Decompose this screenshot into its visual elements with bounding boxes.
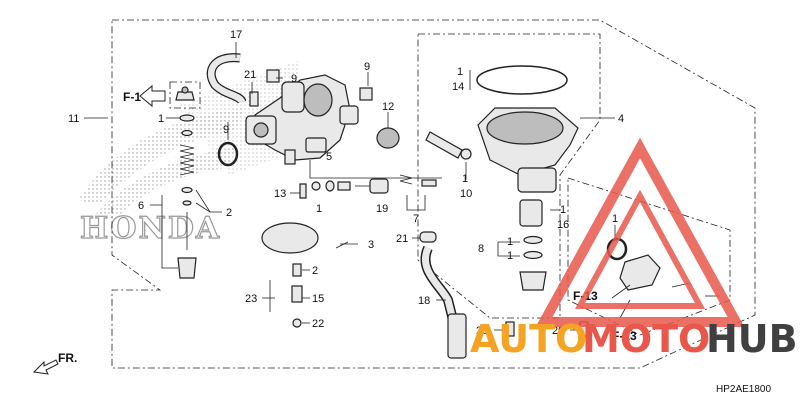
ring-8b (523, 250, 543, 260)
front-arrow: FR. (32, 351, 77, 375)
hose-17-part (207, 54, 246, 104)
top-cap-part (175, 91, 195, 101)
main-jet-filter-16 (519, 199, 543, 227)
callout-9-right: 9 (364, 61, 370, 73)
callout-5: 5 (326, 151, 332, 163)
honda-brand-text: HONDA (80, 211, 221, 246)
hose-18-part (422, 246, 462, 341)
callout-1-chamber: 1 (457, 66, 463, 78)
float-chamber (425, 65, 579, 193)
callout-1-ring2: 1 (507, 250, 513, 262)
carburetor-body (245, 69, 373, 165)
callout-15: 15 (312, 293, 324, 305)
callout-10: 10 (460, 188, 472, 200)
f13-ref-lower[interactable]: F-13 (612, 329, 637, 343)
callout-16: 16 (557, 219, 569, 231)
screw-15 (291, 285, 303, 303)
automotohub-watermark: AUTO MOTO HUB (470, 137, 798, 361)
f1-reference[interactable]: F-1 (123, 84, 166, 108)
callout-3: 3 (368, 239, 374, 251)
drain-plug (519, 271, 547, 291)
callout-1-screw: 1 (462, 173, 468, 185)
callout-21-clip: 21 (396, 233, 408, 245)
screw-22 (292, 318, 302, 328)
part-21-fitting (249, 91, 259, 107)
top-cap-knob (181, 86, 189, 94)
callout-8: 8 (478, 243, 484, 255)
callout-2-screw: 2 (312, 265, 318, 277)
callout-20-left: 20 (476, 325, 488, 337)
needle-assembly-5 (311, 174, 437, 194)
callout-22: 22 (312, 318, 324, 330)
screw-2 (292, 263, 302, 277)
callout-labels: 17 21 9 9 9 12 1 14 4 11 1 5 13 1 19 7 1… (68, 29, 624, 337)
ring-8a (523, 235, 543, 245)
callout-20-right: 20 (552, 325, 564, 337)
fuel-cock-body (619, 254, 661, 291)
front-label: FR. (58, 351, 77, 365)
part-9-right (359, 87, 373, 101)
callout-4: 4 (618, 113, 624, 125)
callout-17: 17 (230, 29, 242, 41)
callout-1-jet: 1 (560, 204, 566, 216)
callout-12: 12 (382, 101, 394, 113)
callout-6: 6 (138, 200, 144, 212)
o-ring-9 (217, 141, 239, 167)
callout-2-left: 2 (226, 207, 232, 219)
callout-1-needle: 1 (316, 203, 322, 215)
callout-1-cock: 1 (612, 213, 618, 225)
callout-14: 14 (452, 81, 464, 93)
cap-12-part (376, 127, 400, 149)
f1-label: F-1 (123, 90, 141, 104)
callout-19: 19 (376, 203, 388, 215)
callout-18: 18 (418, 295, 430, 307)
hose-18-end (447, 313, 467, 359)
outer-group-frame (111, 19, 756, 369)
callout-9-top: 9 (291, 73, 297, 85)
callout-1-ring: 1 (507, 236, 513, 248)
screw-20a (505, 321, 515, 337)
watermark-moto: MOTO (582, 317, 710, 361)
watermark-auto: AUTO (470, 317, 587, 361)
callout-1-left: 1 (158, 113, 164, 125)
leader-lines (84, 42, 631, 331)
watermark-hub: HUB (706, 317, 798, 361)
callout-23: 23 (245, 293, 257, 305)
clip-21 (419, 231, 437, 243)
chamber-cover-3 (261, 222, 319, 254)
callout-13: 13 (274, 188, 286, 200)
callout-7: 7 (413, 213, 419, 225)
diagram-code: HP2AE1800 (716, 384, 771, 395)
callout-11: 11 (68, 113, 79, 125)
callout-21: 21 (244, 69, 256, 81)
part-9-top (266, 69, 280, 83)
honda-wing-watermark: HONDA (78, 60, 300, 247)
part-13-screw (299, 183, 307, 199)
cap-dashed-box (169, 81, 201, 109)
callout-9-left: 9 (223, 124, 229, 136)
